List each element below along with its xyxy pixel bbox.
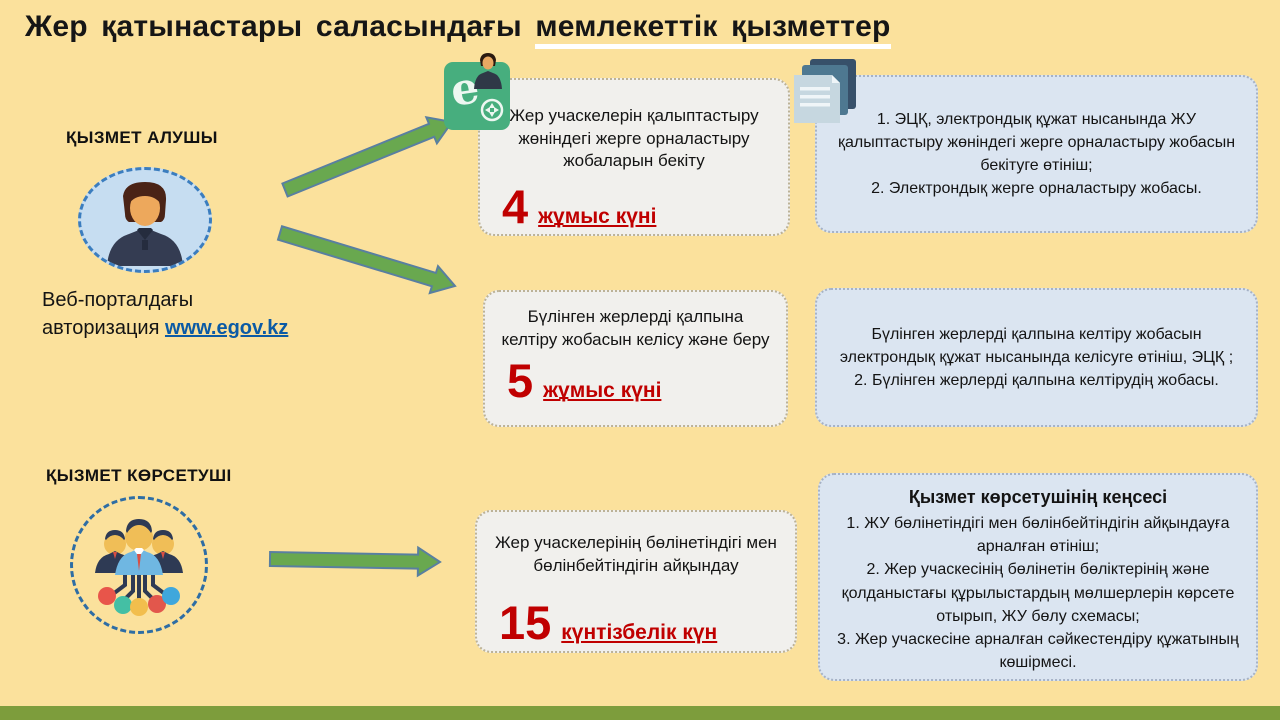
page-title-underlined: мемлекеттік қызметтер — [535, 10, 891, 49]
service-3-description: Жер учаскелерінің бөлінетіндігі мен бөлі… — [495, 533, 777, 575]
egov-logo-icon: e — [444, 62, 510, 130]
service-2-description: Бүлінген жерлерді қалпына келтіру жобасы… — [501, 307, 770, 349]
requirement-2-body: Бүлінген жерлерді қалпына келтіру жобасы… — [839, 325, 1234, 390]
team-icon — [95, 519, 183, 616]
requirement-1-body: 1. ЭЦҚ, электрондық құжат нысанында ЖУ қ… — [837, 110, 1236, 198]
provider-label: ҚЫЗМЕТ КӨРСЕТУШІ — [46, 466, 232, 485]
service-1-description: Жер учаскелерін қалыптастыру жөніндегі ж… — [509, 106, 759, 171]
arrow-to-service-1 — [281, 115, 454, 198]
provider-group-icon — [70, 496, 208, 634]
service-1-duration: 4 жұмыс күні — [480, 183, 788, 230]
service-2-duration: 5 жұмыс күні — [485, 357, 786, 404]
service-3-duration: 15 күнтізбелік күн — [477, 599, 795, 646]
recipient-avatar — [78, 167, 212, 273]
bottom-accent-bar — [0, 706, 1280, 720]
service-1-days-number: 4 — [502, 179, 529, 233]
page-title: Жер қатынастары саласындағы мемлекеттік … — [25, 10, 891, 49]
arrow-to-service-3 — [268, 545, 442, 578]
page-title-plain: Жер қатынастары саласындағы — [25, 10, 522, 43]
user-on-egov-icon — [474, 53, 502, 89]
service-2-days-label: жұмыс күні — [543, 379, 662, 403]
service-card-1: Жер учаскелерін қалыптастыру жөніндегі ж… — [478, 78, 790, 236]
service-card-2: Бүлінген жерлерді қалпына келтіру жобасы… — [483, 290, 788, 427]
requirement-3-body: 1. ЖУ бөлінетіндігі мен бөлінбейтіндігін… — [837, 515, 1239, 672]
requirement-card-2: Бүлінген жерлерді қалпына келтіру жобасы… — [815, 288, 1258, 427]
service-3-days-label: күнтізбелік күн — [561, 621, 718, 645]
service-card-3: Жер учаскелерінің бөлінетіндігі мен бөлі… — [475, 510, 797, 653]
service-2-days-number: 5 — [507, 354, 534, 408]
auth-text: Веб-порталдағы авторизация — [42, 289, 194, 340]
person-icon — [107, 182, 183, 266]
recipient-label: ҚЫЗМЕТ АЛУШЫ — [66, 128, 218, 147]
service-1-days-label: жұмыс күні — [538, 204, 657, 228]
egov-compass-glyph — [480, 98, 504, 122]
service-3-days-number: 15 — [499, 596, 552, 650]
requirement-card-3: Қызмет көрсетушінің кеңсесі 1. ЖУ бөліне… — [818, 473, 1258, 681]
requirement-3-heading: Қызмет көрсетушінің кеңсесі — [908, 487, 1168, 507]
arrow-to-service-2 — [276, 225, 457, 295]
requirement-card-1: 1. ЭЦҚ, электрондық құжат нысанында ЖУ қ… — [815, 75, 1258, 233]
documents-icon — [792, 57, 858, 125]
auth-caption: Веб-порталдағы авторизация www.egov.kz — [42, 286, 332, 343]
egov-link[interactable]: www.egov.kz — [164, 317, 289, 340]
